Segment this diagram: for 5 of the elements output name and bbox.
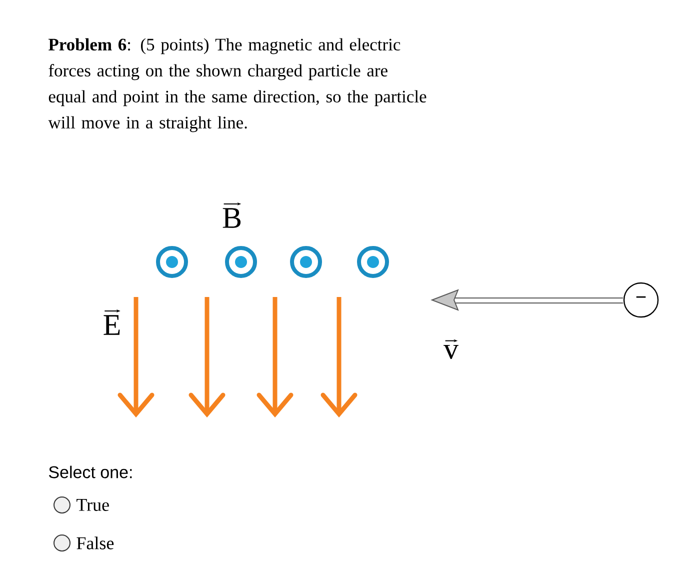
question-text: Problem 6: (5 points) The magnetic and electric forces acting on the shown charged particle are equal and point in the same direction, so the particle will move in a straight line.: [48, 38, 426, 132]
vector-label: v: [444, 339, 459, 360]
option-text: False: [76, 536, 114, 550]
prompt-text: Select one:: [48, 466, 132, 478]
option-text: True: [76, 499, 109, 511]
